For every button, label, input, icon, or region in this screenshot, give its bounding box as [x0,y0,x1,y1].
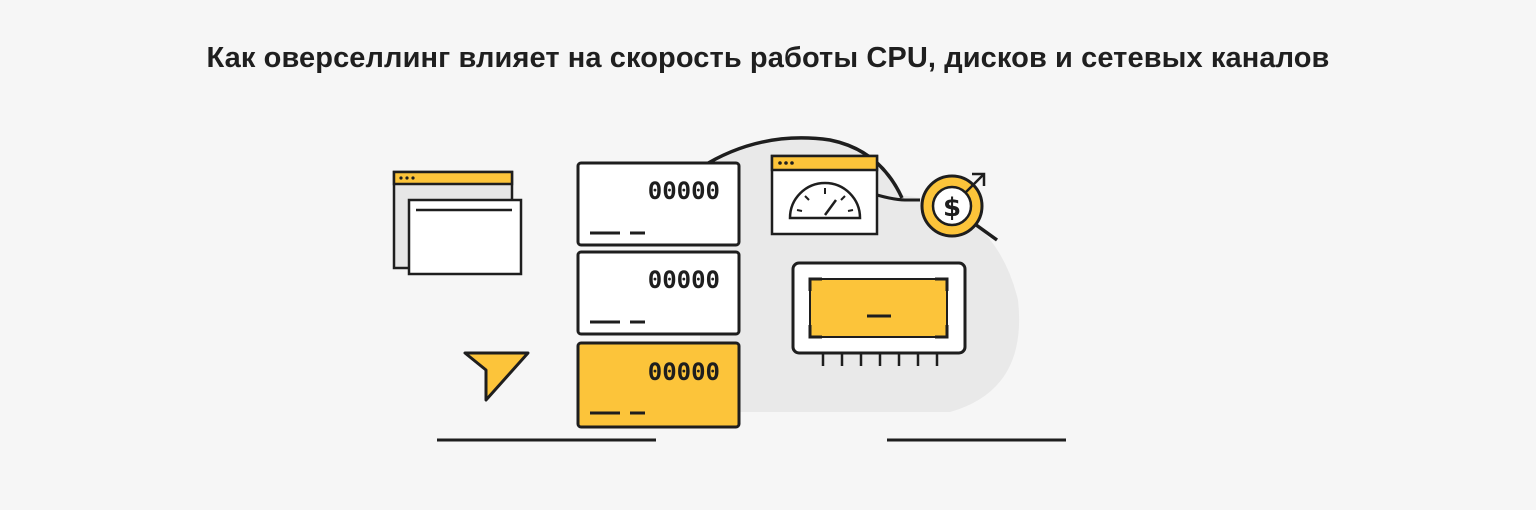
server-unit-2: 00000 [576,250,741,336]
server-unit-indicator: 00000 [648,177,720,205]
cpu-chip-icon [791,261,967,366]
page-title: Как оверселлинг влияет на скорость работ… [206,42,1330,74]
server-rack-icon: 00000 00000 00000 [576,161,741,429]
browser-windows-icon [392,170,523,276]
server-unit-1: 00000 [576,161,741,247]
server-unit-indicator: 00000 [648,358,720,386]
server-unit-indicator: 00000 [648,266,720,294]
dollar-magnifier-icon: $ [920,172,999,242]
speedometer-window-icon [770,154,879,236]
svg-text:$: $ [943,193,961,223]
funnel-icon [463,351,530,402]
server-unit-3: 00000 [576,341,741,429]
